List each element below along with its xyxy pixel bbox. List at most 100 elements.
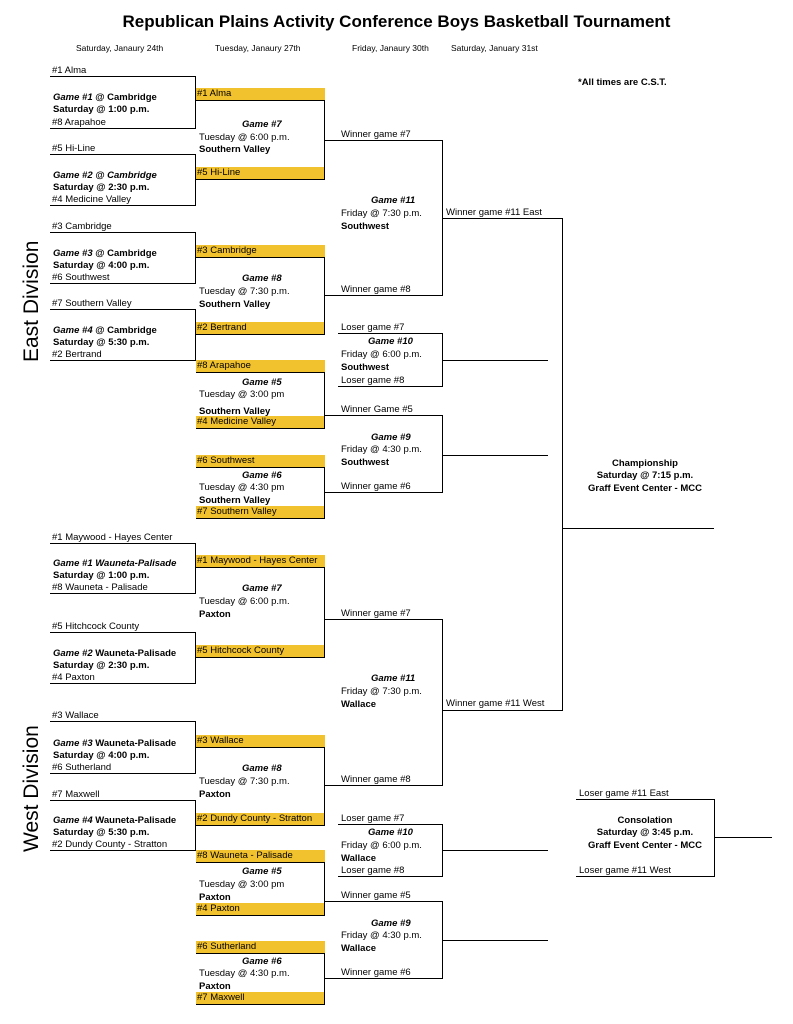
team-slot: #1 Alma <box>52 65 87 76</box>
bracket-line <box>338 386 443 387</box>
time-zone-note: *All times are C.S.T. <box>578 77 667 88</box>
game-label: Game #3 @ Cambridge <box>53 248 157 259</box>
game-site: Wauneta-Palisade <box>92 558 177 569</box>
team-slot: Loser game #11 West <box>579 865 672 876</box>
team-slot: #1 Maywood - Hayes Center <box>52 532 173 543</box>
team-slot: Winner game #7 <box>341 129 411 140</box>
bracket-line <box>195 632 196 684</box>
game-time: Tuesday @ 3:00 pm <box>199 879 285 890</box>
bracket-line <box>324 901 443 902</box>
game-site: Southern Valley <box>199 144 271 155</box>
bracket-line <box>50 543 196 544</box>
team-slot-highlight: #5 Hitchcock County <box>196 645 325 658</box>
bracket-line <box>50 154 196 155</box>
team-slot: Loser game #7 <box>341 322 405 333</box>
bracket-line <box>338 824 443 825</box>
game-label: Game #1 @ Cambridge <box>53 92 157 103</box>
bracket-line <box>50 76 196 77</box>
bracket-line <box>324 747 325 826</box>
team-slot: #4 Paxton <box>52 672 95 683</box>
team-slot: Loser game #8 <box>341 375 405 386</box>
consolation-title: Consolation <box>617 815 673 826</box>
bracket-line <box>714 799 715 877</box>
bracket-line <box>195 76 196 129</box>
game-time: Saturday @ 5:30 p.m. <box>53 337 150 348</box>
team-slot: #2 Bertrand <box>52 349 102 360</box>
game-site: Paxton <box>199 789 231 800</box>
game-time: Tuesday @ 6:00 p.m. <box>199 132 290 143</box>
game-number: Game #9 <box>371 432 411 443</box>
game-site: Southwest <box>341 362 390 373</box>
game-time: Saturday @ 1:00 p.m. <box>53 104 150 115</box>
game-label: Game #1 Wauneta-Palisade <box>53 558 176 569</box>
bracket-line <box>324 619 443 620</box>
bracket-line <box>442 619 443 786</box>
game-number: Game #4 <box>53 325 93 336</box>
bracket-line <box>442 940 548 941</box>
game-number: Game #10 <box>368 827 413 838</box>
date-round-2: Tuesday, Janaury 27th <box>215 43 301 53</box>
game-time: Tuesday @ 7:30 p.m. <box>199 776 290 787</box>
bracket-line <box>324 372 325 429</box>
team-slot: Winner game #8 <box>341 284 411 295</box>
game-site: @ Cambridge <box>92 325 157 336</box>
bracket-line <box>324 295 443 296</box>
team-slot-highlight: #7 Maxwell <box>196 992 325 1005</box>
bracket-line <box>324 978 443 979</box>
team-slot: #7 Southern Valley <box>52 298 132 309</box>
game-site: Paxton <box>199 981 231 992</box>
championship-time: Saturday @ 7:15 p.m. <box>596 470 694 481</box>
team-slot: Winner game #5 <box>341 890 411 901</box>
bracket-line <box>324 140 443 141</box>
game-site: @ Cambridge <box>92 92 157 103</box>
game-number: Game #7 <box>242 583 282 594</box>
game-number: Game #3 <box>53 738 93 749</box>
game-site: Southern Valley <box>199 406 271 417</box>
game-number: Game #1 <box>53 92 93 103</box>
team-slot: #6 Sutherland <box>52 762 112 773</box>
team-slot-highlight: #6 Southwest <box>196 455 325 468</box>
bracket-line <box>50 232 196 233</box>
bracket-line <box>562 218 563 711</box>
bracket-line <box>338 876 443 877</box>
game-time: Tuesday @ 4:30 pm <box>199 482 285 493</box>
bracket-line <box>324 785 443 786</box>
game-number: Game #6 <box>242 470 282 481</box>
game-time: Tuesday @ 7:30 p.m. <box>199 286 290 297</box>
team-slot: #3 Cambridge <box>52 221 112 232</box>
team-slot-highlight: #4 Paxton <box>196 903 325 916</box>
bracket-line <box>50 283 196 284</box>
game-time: Saturday @ 1:00 p.m. <box>53 570 150 581</box>
bracket-line <box>50 683 196 684</box>
bracket-line <box>195 800 196 851</box>
bracket-line <box>324 567 325 658</box>
game-number: Game #2 <box>53 170 93 181</box>
bracket-line <box>324 467 325 519</box>
team-slot: #8 Wauneta - Palisade <box>52 582 148 593</box>
team-slot: #7 Maxwell <box>52 789 100 800</box>
bracket-line <box>50 128 196 129</box>
game-site: Southern Valley <box>199 299 271 310</box>
date-round-3: Friday, Janaury 30th <box>352 43 429 53</box>
bracket-line <box>442 455 548 456</box>
game-site: Wauneta-Palisade <box>92 648 177 659</box>
team-slot-highlight: #8 Arapahoe <box>196 360 325 373</box>
bracket-line <box>324 862 325 916</box>
game-site: Paxton <box>199 892 231 903</box>
game-time: Saturday @ 2:30 p.m. <box>53 182 150 193</box>
game-time: Tuesday @ 3:00 pm <box>199 389 285 400</box>
team-slot: Winner Game #5 <box>341 404 413 415</box>
bracket-line <box>576 799 715 800</box>
game-number: Game #1 <box>53 558 93 569</box>
team-slot: Winner game #8 <box>341 774 411 785</box>
game-time: Friday @ 7:30 p.m. <box>341 686 422 697</box>
game-number: Game #6 <box>242 956 282 967</box>
game-time: Friday @ 4:30 p.m. <box>341 930 422 941</box>
game-site: Paxton <box>199 609 231 620</box>
game-site: @ Cambridge <box>92 248 157 259</box>
team-slot: #3 Wallace <box>52 710 99 721</box>
team-slot: #5 Hi-Line <box>52 143 96 154</box>
bracket-line <box>576 876 715 877</box>
consolation-time: Saturday @ 3:45 p.m. <box>596 827 694 838</box>
game-site: Wallace <box>341 699 377 710</box>
